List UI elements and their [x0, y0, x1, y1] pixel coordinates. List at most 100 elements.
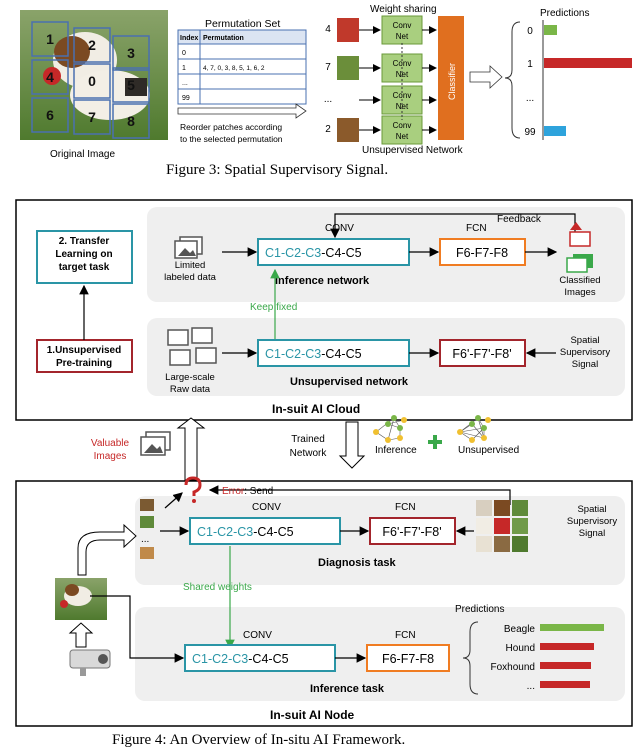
shuffled-dog-patches — [476, 500, 528, 552]
node-predictions-title: Predictions — [455, 604, 504, 615]
trained-line-1: Trained — [291, 434, 325, 445]
shuffled-patch — [494, 518, 510, 534]
network-icons — [373, 415, 491, 443]
input-patch — [337, 118, 359, 142]
perm-title: Permutation Set — [205, 18, 280, 30]
node-spatial-1: Spatial — [577, 504, 606, 515]
conv-net-label: Net — [396, 32, 409, 41]
predictions-title: Predictions — [540, 8, 589, 19]
limited-line-1: Limited — [175, 260, 206, 271]
nn-node — [469, 437, 475, 443]
input-label: 4 — [325, 24, 331, 35]
node-prediction-label: Foxhound — [491, 662, 535, 673]
patch-number: 5 — [127, 77, 135, 93]
node-spatial-2: Supervisory — [567, 516, 617, 527]
conv-net-label: Conv — [393, 21, 412, 30]
prediction-bar — [544, 126, 566, 136]
conv-chain-black: -C4-C5 — [321, 246, 361, 260]
patch-number: 0 — [88, 73, 96, 89]
node-prediction-bar — [540, 681, 590, 688]
node-prediction-bar — [540, 643, 594, 650]
cloud-title: In-suit AI Cloud — [272, 402, 360, 416]
patch-number: 6 — [46, 107, 54, 123]
node-prediction-label: Beagle — [504, 624, 536, 635]
pretrain-line-1: 1.Unsupervised — [47, 345, 121, 356]
nn-node — [457, 429, 463, 435]
nn-node — [469, 421, 475, 427]
fig4: 2. Transfer Learning on target task 1.Un… — [16, 200, 632, 748]
limited-line-2: labeled data — [164, 272, 216, 283]
raw-line-1: Large-scale — [165, 372, 215, 383]
error-word: Error — [222, 486, 245, 497]
nn-node — [385, 437, 391, 443]
inference-network-label: Inference network — [275, 275, 370, 287]
nn-node — [397, 425, 403, 431]
conv-chain-black: -C4-C5 — [253, 525, 293, 539]
conv-chain-black: -C4-C5 — [321, 347, 361, 361]
classified-line-2: Images — [564, 287, 595, 298]
camera-up-arrow — [70, 623, 92, 647]
prediction-bar — [544, 58, 632, 68]
node-prediction-bar — [540, 662, 591, 669]
perm-header-index: Index — [180, 35, 198, 42]
patch-dots: ... — [141, 534, 149, 545]
weight-sharing-label: Weight sharing — [370, 4, 437, 15]
prediction-label: ... — [526, 93, 534, 104]
transfer-line-2: Learning on — [55, 249, 112, 260]
classified-line-1: Classified — [559, 275, 600, 286]
shuffled-patch — [494, 500, 510, 516]
cloud-fcn-chain: F6-F7-F8 — [456, 246, 508, 260]
question-dot — [192, 499, 196, 503]
to-predictions-arrow — [470, 66, 502, 88]
fig4-caption: Figure 4: An Overview of In-situ AI Fram… — [112, 732, 405, 748]
conv-chain-teal: C1-C2-C3 — [197, 525, 253, 539]
conv-nets: 4ConvNet7ConvNet...ConvNet2ConvNet — [324, 16, 436, 144]
reorder-text-2: to the selected permutation — [180, 134, 283, 144]
valuable-images-icon — [141, 432, 170, 455]
unsupervised-network-label: Unsupervised network — [290, 376, 409, 388]
prediction-label: 0 — [527, 26, 533, 37]
patch-number: 4 — [46, 69, 54, 85]
node-fcn-label: FCN — [395, 502, 416, 513]
cloud-spatial-3: Signal — [572, 359, 598, 370]
nn-node — [401, 417, 407, 423]
patch-number: 3 — [127, 45, 135, 61]
prediction-bar — [544, 25, 557, 35]
transfer-line-3: target task — [59, 262, 110, 273]
nn-node — [391, 415, 397, 421]
conv-chain-teal: C1-C2-C3 — [265, 347, 321, 361]
input-label: 2 — [325, 124, 331, 135]
shared-weights-label: Shared weights — [183, 582, 252, 593]
input-label: ... — [324, 94, 332, 105]
perm-row-index: 0 — [182, 50, 186, 57]
unsupervised-mini-label: Unsupervised — [458, 445, 519, 456]
fig3: 123405678 Original Image Permutation Set… — [20, 4, 632, 178]
nn-node — [481, 425, 487, 431]
shuffled-patch — [476, 518, 492, 534]
dog-up-arrow — [78, 525, 136, 575]
reorder-arrow — [178, 104, 306, 118]
camera-icon — [70, 650, 110, 676]
original-label: Original Image — [50, 149, 115, 160]
send-word: : Send — [244, 486, 273, 497]
inference-task-label: Inference task — [310, 683, 385, 695]
diagnosis-label: Diagnosis task — [318, 557, 397, 569]
fig3-predictions: 01...99 — [524, 25, 632, 138]
node-prediction-label: Hound — [506, 643, 535, 654]
patch-number: 2 — [88, 37, 96, 53]
down-arrow-trained — [340, 422, 364, 468]
nn-node — [481, 435, 487, 441]
pretrain-line-2: Pre-training — [56, 358, 112, 369]
transfer-line-1: 2. Transfer — [59, 236, 110, 247]
input-patch — [337, 56, 359, 80]
perm-row-index: 99 — [182, 95, 190, 102]
raw-line-2: Raw data — [170, 384, 211, 395]
node-spatial-3: Signal — [579, 528, 605, 539]
node-conv-chain: C1-C2-C3-C4-C5 — [197, 525, 294, 539]
shuffled-patch — [512, 500, 528, 516]
node-fcn-prime-chain: F6'-F7'-F8' — [382, 525, 441, 539]
nn-node — [373, 429, 379, 435]
cloud-spatial-1: Spatial — [570, 335, 599, 346]
